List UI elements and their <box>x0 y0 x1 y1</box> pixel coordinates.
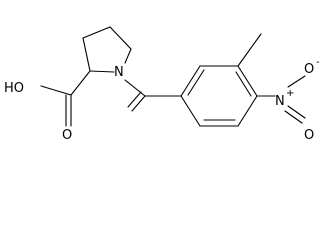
nitro-positive-charge: + <box>286 88 294 99</box>
bond-nitro-nitrogen-oxygen-bottom-2 <box>284 110 303 124</box>
nitro-nitrogen-label: N <box>275 94 285 109</box>
bond-benzene-c1-c2 <box>180 65 201 97</box>
bond-benzene-c6-c1 <box>180 95 201 127</box>
bond-benzene-c3-c4 <box>237 65 258 97</box>
nitro-negative-charge: - <box>316 57 320 68</box>
carbonyl-oxygen-label: O <box>62 128 72 143</box>
nitro-oxygen-bottom-label: O <box>304 128 314 143</box>
bond-oh-carboxyl-carbon <box>40 85 72 96</box>
bond-nitro-nitrogen-oxygen-bottom-1 <box>287 105 306 119</box>
bond-benzene-methyl <box>237 33 262 67</box>
chemical-structure: HO N O N + O - O <box>4 26 320 143</box>
bond-nitro-nitrogen-oxygen-top <box>287 75 306 88</box>
bond-benzene-inner-c1-c2 <box>187 69 205 96</box>
bond-pyrrolidine-n-c2 <box>89 70 115 73</box>
bond-pyrrolidine-c5-n <box>124 48 132 64</box>
bond-nitrogen-amide-carbon <box>124 79 146 97</box>
hydroxyl-label: HO <box>4 81 24 96</box>
bond-benzene-c4-c5 <box>237 95 258 127</box>
bond-pyrrolidine-c4-c5 <box>109 26 132 50</box>
bond-amide-carbon-oxygen-2 <box>127 91 142 108</box>
bond-carboxyl-carbon-alpha-carbon <box>70 70 91 96</box>
bond-pyrrolidine-c3-c4 <box>82 26 111 39</box>
ring-nitrogen-label: N <box>114 65 124 80</box>
bond-benzene-inner-c3-c4 <box>235 71 252 97</box>
bond-amide-carbon-oxygen-1 <box>131 95 146 112</box>
bond-pyrrolidine-c2-c3 <box>82 37 91 72</box>
nitro-oxygen-top-label: O <box>304 62 314 77</box>
